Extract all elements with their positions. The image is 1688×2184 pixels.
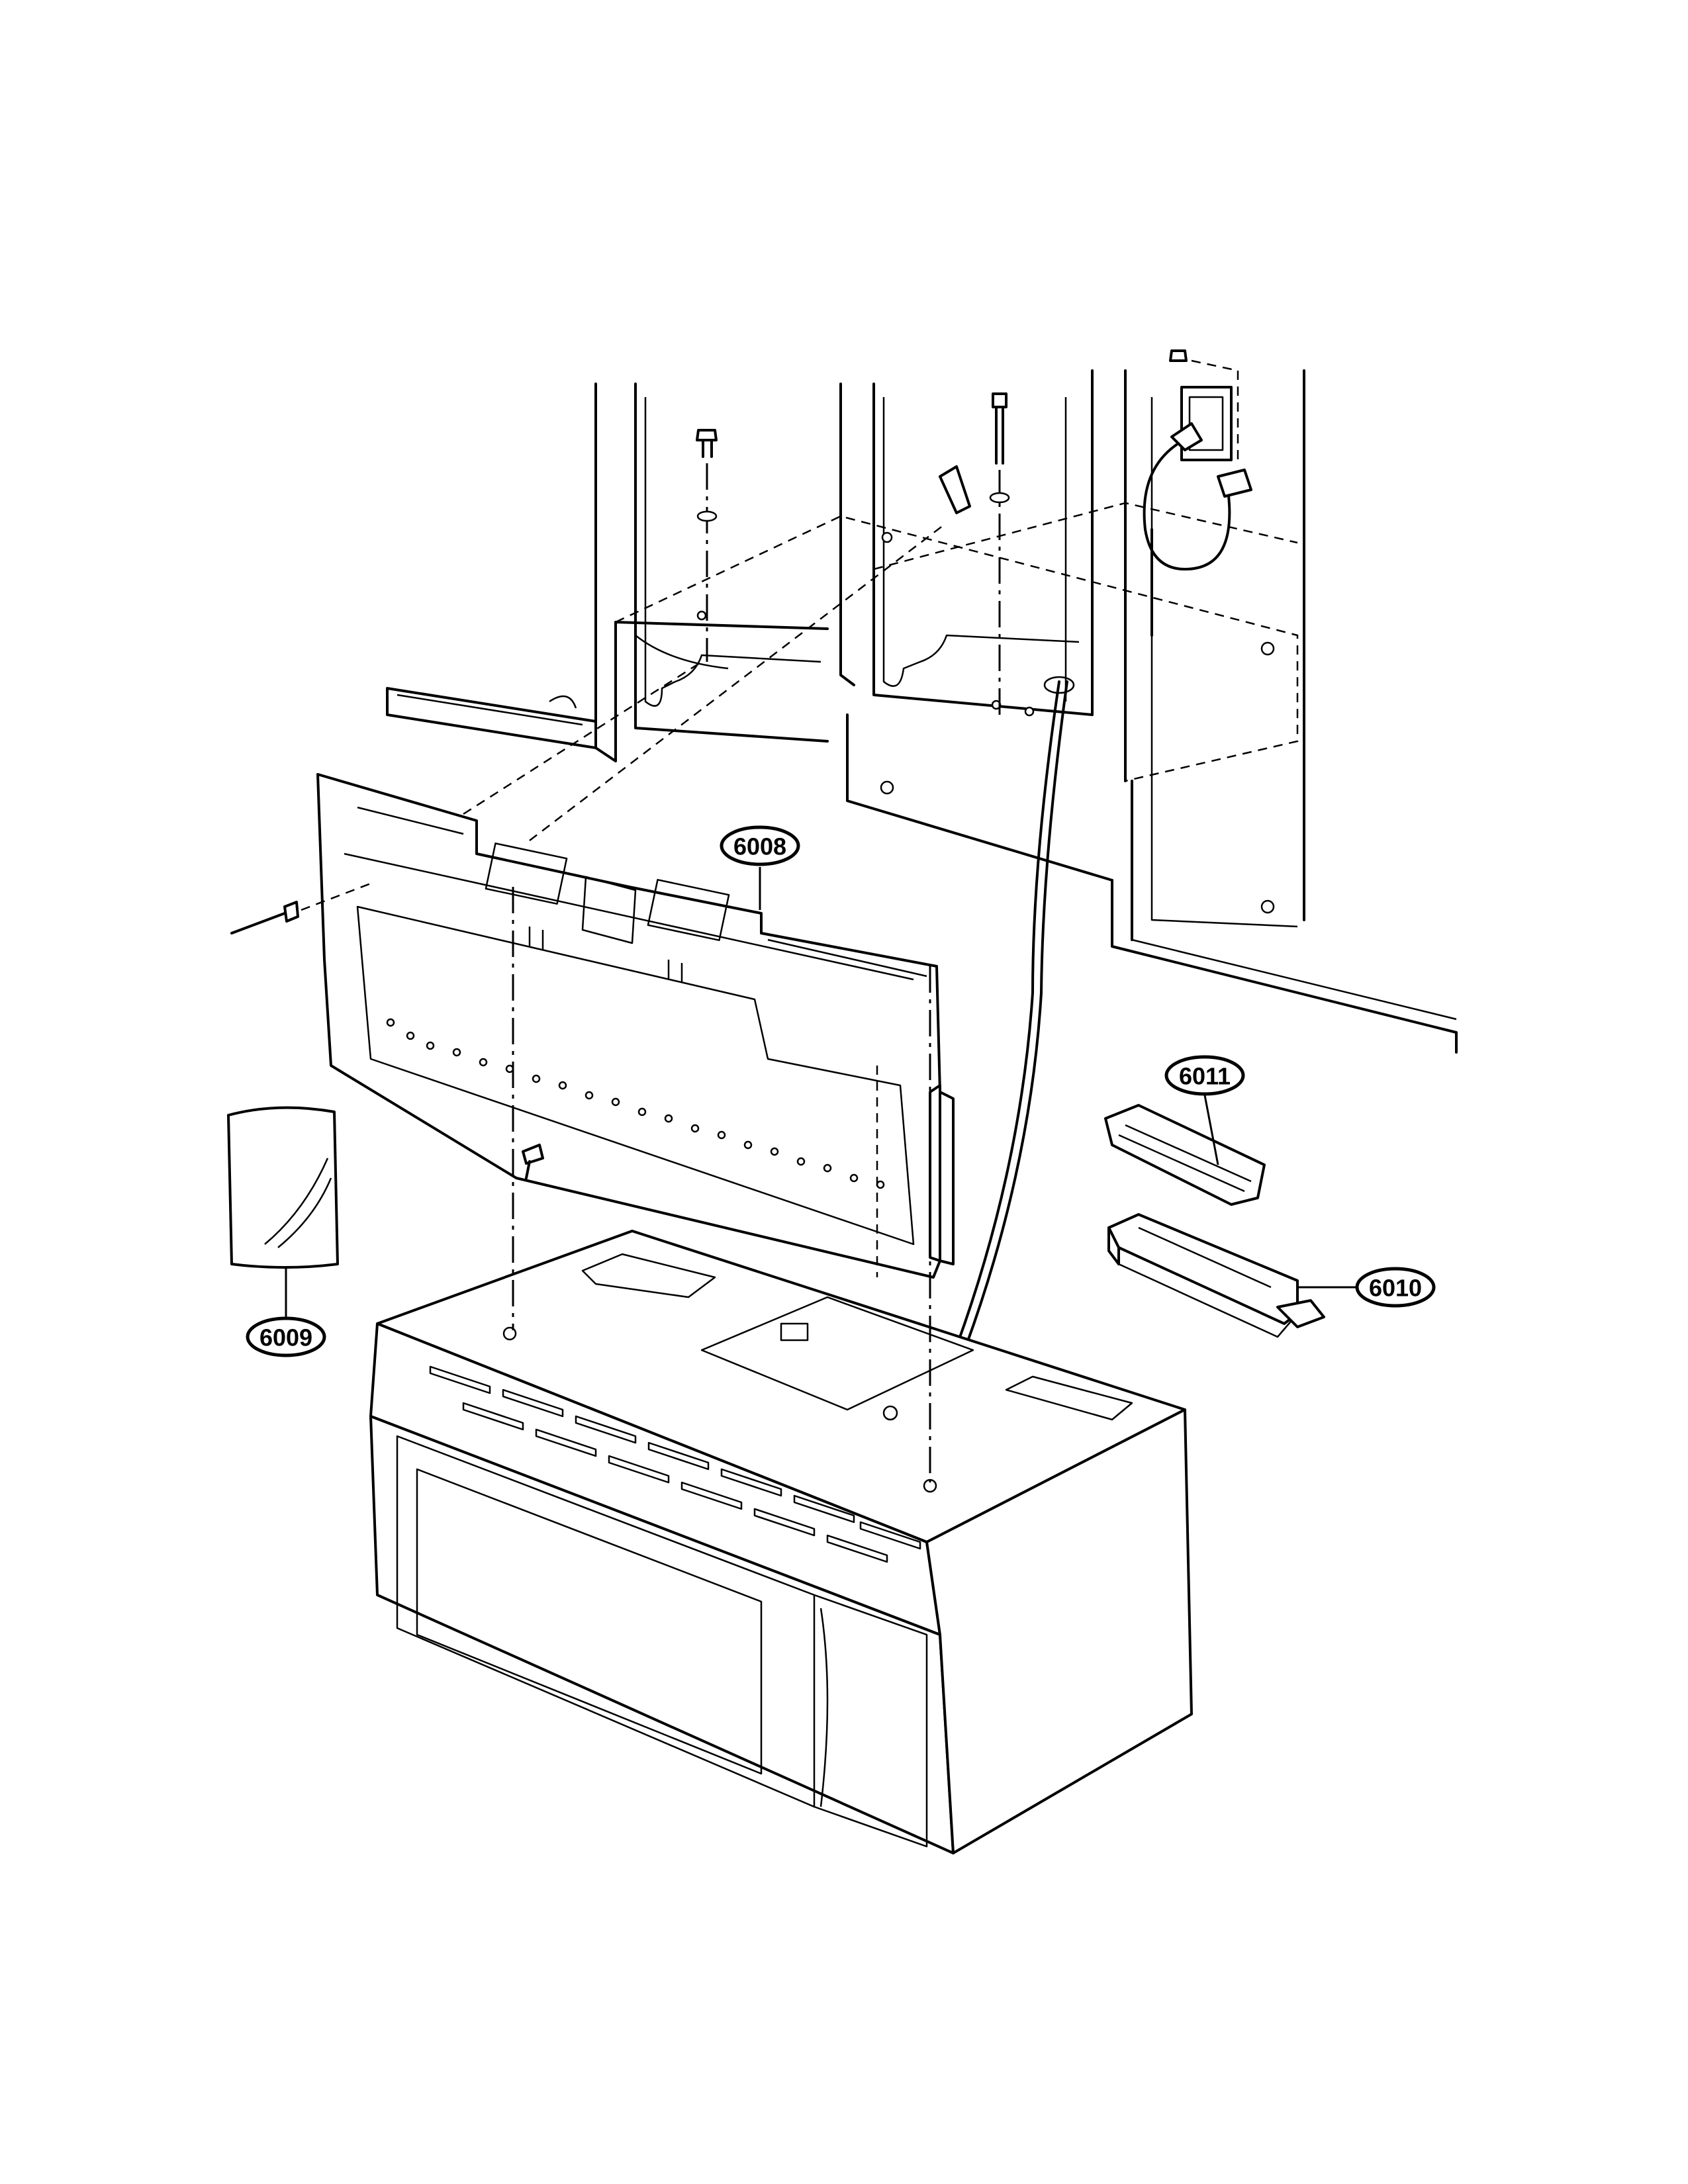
- callout-6009: 6009: [246, 1316, 326, 1357]
- mounting-plate: [230, 522, 955, 1279]
- callout-label-6010: 6010: [1369, 1275, 1422, 1302]
- callout-6011: 6011: [1164, 1055, 1245, 1096]
- callout-6008: 6008: [720, 825, 800, 910]
- callout-label-6008: 6008: [733, 833, 786, 860]
- callout-6010: 6010: [1355, 1267, 1436, 1308]
- plate-holes: [386, 1018, 885, 1189]
- callout-label-6011: 6011: [1179, 1063, 1231, 1090]
- upper-cabinets: [386, 369, 1458, 1054]
- damper-housing: [1107, 1213, 1357, 1338]
- callout-label-6009: 6009: [259, 1324, 312, 1351]
- anchor-bag: [227, 1106, 339, 1330]
- mounting-screws: [696, 349, 1239, 715]
- front-vents: [429, 1365, 921, 1563]
- damper-part: [1104, 1095, 1266, 1206]
- microwave-oven: [369, 887, 1193, 1854]
